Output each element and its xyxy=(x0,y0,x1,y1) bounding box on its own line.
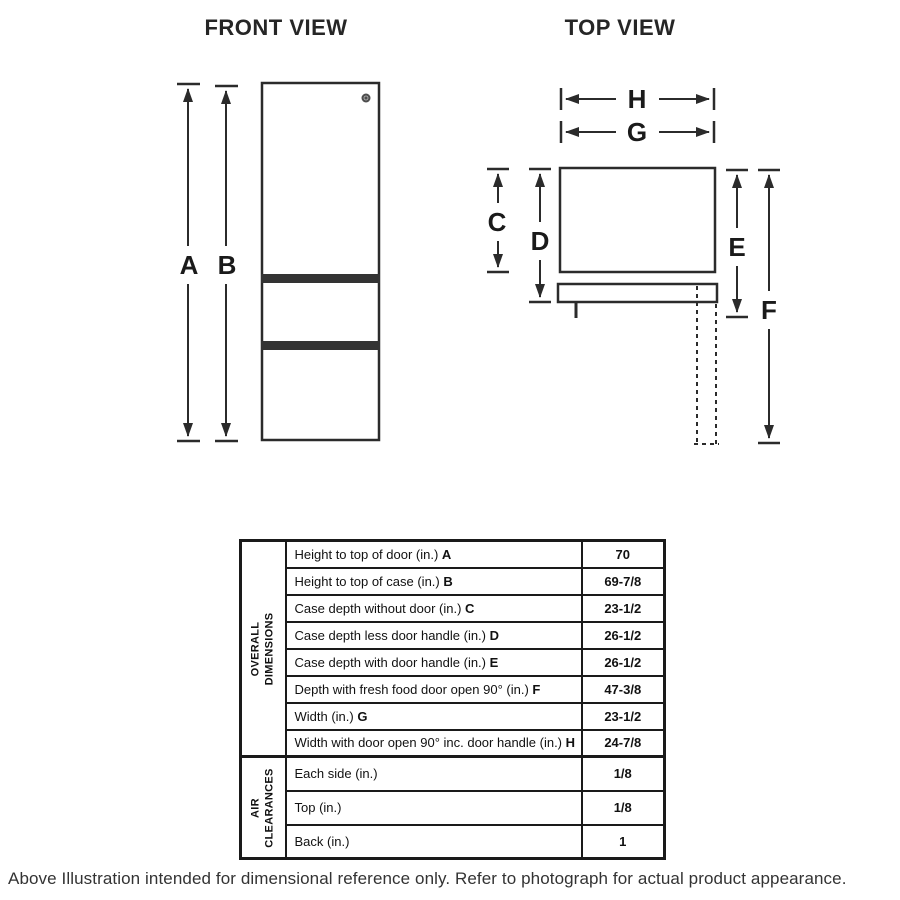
dimension-d-label: D xyxy=(531,226,550,256)
row-label: Case depth with door handle (in.) E xyxy=(284,647,583,677)
dimension-a: A xyxy=(177,82,200,443)
row-label: Case depth without door (in.) C xyxy=(284,593,583,623)
door-open-dashed-outline xyxy=(694,286,719,445)
table-row: Case depth less door handle (in.) D 26-1… xyxy=(241,620,666,650)
row-label: Back (in.) xyxy=(284,823,583,860)
dimension-e: E xyxy=(726,168,748,319)
fridge-outline xyxy=(260,81,381,442)
section-header-line: DIMENSIONS xyxy=(263,612,276,685)
row-label: Top (in.) xyxy=(284,789,583,826)
dimension-e-label: E xyxy=(728,232,745,262)
section-header-overall-dimensions: OVERALL DIMENSIONS xyxy=(239,539,287,758)
row-value: 1/8 xyxy=(580,755,666,792)
table-row: Width with door open 90° inc. door handl… xyxy=(241,728,666,758)
ge-logo xyxy=(361,93,371,103)
dimension-a-label: A xyxy=(180,250,199,280)
ge-logo-inner xyxy=(363,95,369,101)
dimension-c: C xyxy=(487,167,509,274)
dimensions-table: OVERALL DIMENSIONS Height to top of door… xyxy=(239,539,666,860)
row-value: 24-7/8 xyxy=(580,728,666,758)
dimension-f-label: F xyxy=(761,295,777,325)
table-row: Case depth with door handle (in.) E 26-1… xyxy=(241,647,666,677)
dimension-h: H xyxy=(559,84,716,114)
table-row: Case depth without door (in.) C 23-1/2 xyxy=(241,593,666,623)
top-view-diagram: H G xyxy=(487,84,780,445)
dimension-diagram: FRONT VIEW TOP VIEW A B xyxy=(177,15,780,445)
row-value: 26-1/2 xyxy=(580,647,666,677)
dimension-g: G xyxy=(559,117,716,147)
row-value: 69-7/8 xyxy=(580,566,666,596)
top-view-title: TOP VIEW xyxy=(565,15,676,40)
row-label: Height to top of case (in.) B xyxy=(284,566,583,596)
section-header-air-clearances: AIR CLEARANCES xyxy=(239,755,287,860)
dimensions-table-wrap: OVERALL DIMENSIONS Height to top of door… xyxy=(239,539,666,860)
table-row: Width (in.) G 23-1/2 xyxy=(241,701,666,731)
case-outline xyxy=(558,166,717,274)
table-row: Height to top of case (in.) B 69-7/8 xyxy=(241,566,666,596)
footer-caption: Above Illustration intended for dimensio… xyxy=(8,869,847,888)
table-row: AIR CLEARANCES Each side (in.) 1/8 xyxy=(239,755,666,860)
front-view-title: FRONT VIEW xyxy=(204,15,347,40)
section-header-line: CLEARANCES xyxy=(263,767,276,848)
row-label: Height to top of door (in.) A xyxy=(284,539,583,569)
row-label: Width with door open 90° inc. door handl… xyxy=(284,728,583,758)
fridge-divider-band-1 xyxy=(261,274,380,283)
table-row: Depth with fresh food door open 90° (in.… xyxy=(241,674,666,704)
row-value: 23-1/2 xyxy=(580,593,666,623)
table-row: Top (in.) 1/8 xyxy=(241,789,666,826)
row-value: 1 xyxy=(580,823,666,860)
row-label: Case depth less door handle (in.) D xyxy=(284,620,583,650)
fridge-divider-band-2 xyxy=(261,341,380,350)
dimension-g-label: G xyxy=(627,117,647,147)
row-label: Width (in.) G xyxy=(284,701,583,731)
front-view-diagram: A B xyxy=(177,81,381,443)
row-label: Depth with fresh food door open 90° (in.… xyxy=(284,674,583,704)
dimension-c-label: C xyxy=(488,207,507,237)
dimension-b: B xyxy=(215,84,238,443)
dimension-b-label: B xyxy=(218,250,237,280)
row-label: Each side (in.) xyxy=(284,755,583,792)
door-outline xyxy=(556,282,719,304)
table-row: OVERALL DIMENSIONS Height to top of door… xyxy=(239,539,666,758)
dimension-f: F xyxy=(758,168,780,445)
row-value: 23-1/2 xyxy=(580,701,666,731)
section-header-line: OVERALL xyxy=(249,621,262,676)
section-header-line: AIR xyxy=(249,797,262,818)
row-value: 1/8 xyxy=(580,789,666,826)
table-row: Back (in.) 1 xyxy=(241,823,666,860)
row-value: 26-1/2 xyxy=(580,620,666,650)
dimension-d: D xyxy=(529,167,551,304)
row-value: 70 xyxy=(580,539,666,569)
dimension-h-label: H xyxy=(628,84,647,114)
row-value: 47-3/8 xyxy=(580,674,666,704)
